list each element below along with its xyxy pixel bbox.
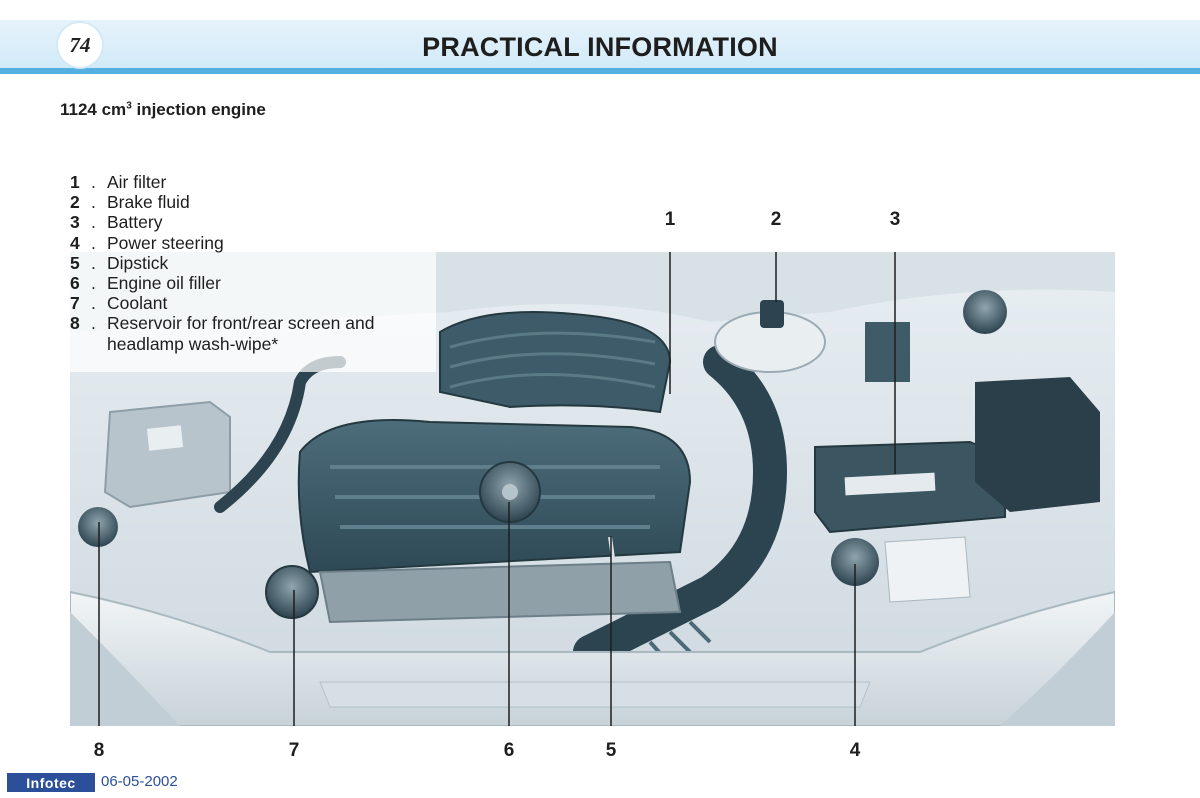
section-heading-rest: injection engine: [131, 100, 266, 119]
legend-item: 3. Battery: [70, 212, 374, 232]
left-headlamp: [70, 612, 180, 726]
legend-item: 6. Engine oil filler: [70, 273, 374, 293]
page-title: PRACTICAL INFORMATION: [422, 32, 778, 62]
header-rule: [0, 68, 1200, 74]
callout-8: 8: [93, 740, 105, 761]
page-number: 74: [58, 23, 102, 67]
radiator: [318, 560, 682, 624]
left-control-unit: [103, 400, 231, 509]
legend-label: Brake fluid: [107, 192, 190, 213]
legend-label: Dipstick: [107, 252, 169, 273]
legend-label: Coolant: [107, 293, 168, 314]
legend-separator: .: [91, 192, 96, 213]
callout-4: 4: [849, 740, 861, 761]
washer-reservoir-cap: [78, 507, 118, 547]
brake-reservoir-cap: [760, 300, 784, 328]
legend-separator: .: [91, 212, 96, 233]
bumper-slot: [319, 681, 871, 708]
legend-label: Reservoir for front/rear screen and: [107, 313, 375, 334]
legend-number: 8: [70, 313, 80, 334]
recycling-sticker: [884, 536, 971, 603]
power-steering-cap: [831, 538, 879, 586]
footer-date: 06-05-2002: [101, 773, 178, 790]
legend-number: 5: [70, 252, 80, 273]
relay-box: [865, 322, 910, 382]
battery-label: [844, 472, 936, 496]
legend-item: 1. Air filter: [70, 172, 374, 192]
callout-5: 5: [605, 740, 617, 761]
callout-leaders: [98, 252, 896, 726]
infotec-logo: Infotec: [7, 773, 95, 792]
callout-3: 3: [889, 209, 901, 230]
legend-item: 2. Brake fluid: [70, 192, 374, 212]
section-heading-main: 1124 cm: [60, 100, 127, 119]
legend-number: 3: [70, 212, 80, 233]
coolant-cap: [265, 565, 319, 619]
intake-ribs: [449, 331, 656, 389]
legend-number: 2: [70, 192, 80, 213]
legend-item: 4. Power steering: [70, 233, 374, 253]
legend-number: 7: [70, 293, 80, 314]
legend-number: 1: [70, 172, 80, 192]
right-suspension-top: [963, 290, 1007, 334]
legend-separator: .: [91, 313, 96, 334]
oil-filler-cap-center: [502, 484, 518, 500]
legend-continuation: headlamp wash-wipe*: [70, 334, 374, 354]
engine-bay-illustration: [70, 252, 1115, 726]
legend-separator: .: [91, 293, 96, 314]
callout-2: 2: [770, 209, 782, 230]
legend-item: 8. Reservoir for front/rear screen and: [70, 313, 374, 333]
legend-label: Air filter: [107, 172, 167, 192]
legend-item: 7. Coolant: [70, 293, 374, 313]
battery-dark-housing: [975, 377, 1100, 512]
right-headlamp: [1000, 612, 1115, 726]
legend-label: Power steering: [107, 232, 224, 253]
legend-separator: .: [91, 252, 96, 273]
legend-item: 5. Dipstick: [70, 253, 374, 273]
callout-7: 7: [288, 740, 300, 761]
parts-legend: 1. Air filter 2. Brake fluid 3. Battery 4. P…: [70, 172, 374, 354]
legend-number: 6: [70, 273, 80, 294]
callout-1: 1: [664, 209, 676, 230]
legend-separator: .: [91, 232, 96, 253]
air-filter-duct: [573, 345, 788, 669]
legend-backdrop: [70, 252, 436, 372]
legend-label: Battery: [107, 212, 163, 233]
legend-separator: .: [91, 172, 96, 192]
callout-6: 6: [503, 740, 515, 761]
legend-separator: .: [91, 273, 96, 294]
header-band: [0, 20, 1200, 68]
section-heading-superscript: 3: [126, 100, 132, 112]
legend-label: Engine oil filler: [107, 273, 221, 294]
legend-number: 4: [70, 232, 80, 253]
control-unit-label: [146, 425, 184, 451]
section-heading: 1124 cm3 injection engine: [60, 100, 266, 120]
legend-continuation-label: headlamp wash-wipe*: [107, 333, 279, 354]
